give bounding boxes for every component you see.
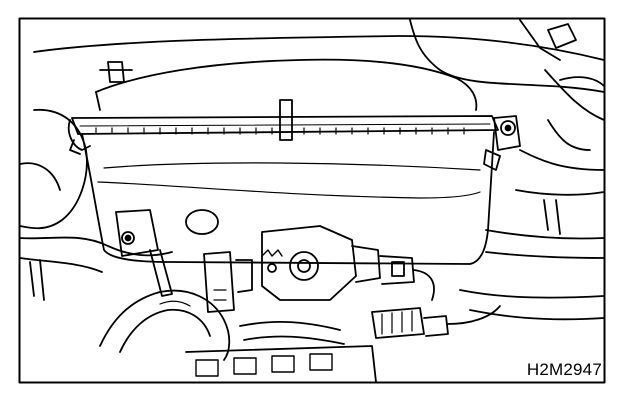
right-latch-lower [483,149,501,171]
intake-duct [99,289,231,361]
left-lower-hose [19,236,173,257]
hood-edge-line [33,35,605,61]
bracket-tab [547,23,577,49]
manifold-ports [195,353,333,377]
left-mount-bracket [115,209,159,257]
intake-duct-inner [119,308,211,353]
plug-wire [447,305,501,325]
center-hose-edge [243,335,345,345]
bracket-stay [149,249,173,297]
left-hose-inner [19,162,61,191]
fender-contour [409,19,605,93]
air-cleaner-rim [71,115,499,135]
case-boss [185,209,219,235]
right-bolt [500,120,516,136]
figure-code-label: H2M2947 [526,360,602,379]
right-fender-curve [544,69,605,121]
lower-case-crease [97,181,481,199]
connector-plug [423,315,449,337]
duct-crease [159,300,191,307]
left-clamp-latch [67,119,91,151]
left-upper-hose [19,109,88,230]
connector-ribs [381,310,413,335]
left-mount-bolt [121,231,135,245]
idle-control-valve [351,245,381,283]
center-clip [279,99,293,141]
hose-clip [107,61,125,83]
right-clamp-latch [493,115,521,151]
sensor-ribs [213,289,227,301]
throttle-shaft [297,259,311,273]
air-cleaner-upper-case [95,58,478,111]
center-hose [239,321,341,331]
lower-connector [371,307,425,339]
air-cleaner-lower-case [81,131,495,265]
right-hose-clamp [543,199,561,235]
harness-wire [413,269,435,301]
throttle-body [261,225,357,301]
right-fender-ridge [559,76,605,87]
left-hose-clamp [29,259,45,301]
left-mount-bolt-center [124,234,132,242]
right-harness [459,289,605,299]
sensor-cap [235,259,253,293]
right-upper-hose [519,149,605,171]
iac-connector [379,255,415,285]
rim-ticks [95,127,465,135]
linkage-spring [261,249,283,257]
figure-frame [18,17,606,384]
right-lower-hose-edge [485,251,605,259]
upper-right-bracket [519,19,561,61]
right-harness-edge [469,309,605,321]
manifold-top-edge [185,345,377,383]
right-lower-hose [485,229,605,240]
linkage-pivot [267,263,277,273]
connector-latch [391,261,405,277]
throttle-shaft-boss [289,251,319,281]
rim-inner-line [79,123,491,127]
right-fender-line [547,119,591,151]
left-lower-hose-edge [19,257,103,273]
air-cleaner-left-edge [95,91,101,111]
left-latch-hook [69,139,81,155]
right-hose-edge [515,189,605,196]
lower-case-panel-line [103,162,481,171]
right-bolt-center [504,124,512,132]
sensor-body [203,251,235,313]
